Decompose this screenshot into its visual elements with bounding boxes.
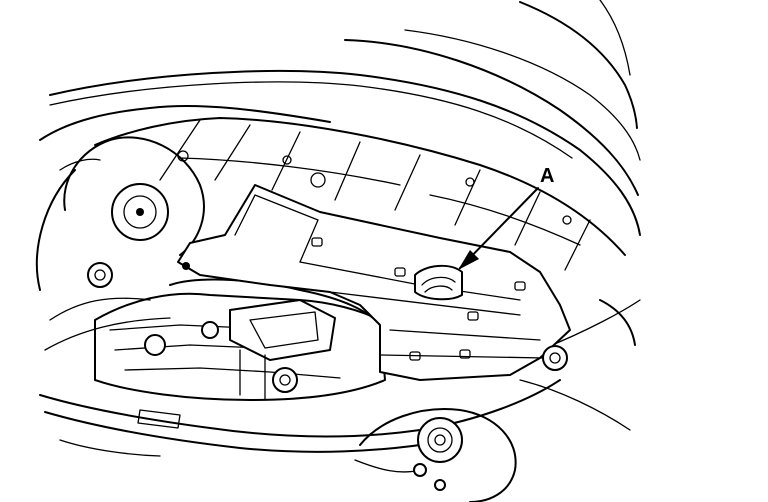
engine-assembly [94,278,386,401]
under-cover [177,184,571,381]
underbody-floor [94,117,626,271]
callout-arrowhead [458,250,479,270]
left-strut-tower [36,136,205,351]
body-outline [39,0,641,236]
callout-a: A [458,165,554,270]
right-knuckle [354,299,641,502]
callout-label: A [540,165,554,187]
front-crossmember [39,379,561,457]
